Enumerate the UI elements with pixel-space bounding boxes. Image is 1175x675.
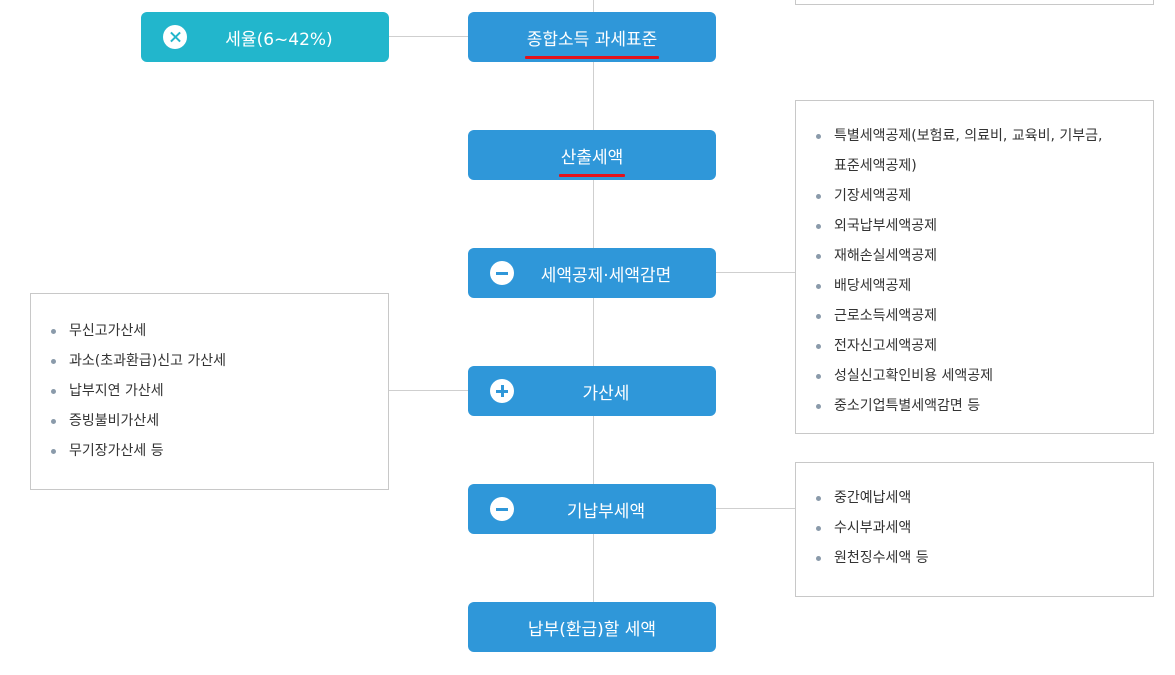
list-item-continuation: 표준세액공제) (834, 158, 917, 174)
connector-penalty-box (388, 390, 468, 391)
highlight-underline (558, 173, 626, 177)
highlight-underline (524, 55, 660, 59)
times-icon (163, 25, 187, 49)
info-box-deductions: 특별세액공제(보험료, 의료비, 교육비, 기부금, 표준세액공제) 기장세액공… (795, 100, 1154, 434)
list-item: 납부지연 가산세 (49, 376, 388, 406)
list-item: 재해손실세액공제 (814, 241, 1153, 271)
list-item: 증빙불비가산세 (49, 406, 388, 436)
list-item: 중소기업특별세액감면 등 (814, 391, 1153, 421)
list-item: 외국납부세액공제 (814, 211, 1153, 241)
list-item: 성실신고확인비용 세액공제 (814, 361, 1153, 391)
node-penalty: 가산세 (468, 366, 716, 416)
main-connector-line (593, 0, 594, 605)
prepaid-list: 중간예납세액 수시부과세액 원천징수세액 등 (814, 483, 1153, 573)
deduction-list: 특별세액공제(보험료, 의료비, 교육비, 기부금, 표준세액공제) 기장세액공… (814, 121, 1153, 421)
info-box-top (795, 0, 1154, 5)
node-tax-base-text: 종합소득 과세표준 (526, 29, 658, 50)
list-item: 무신고가산세 (49, 316, 388, 346)
node-payable: 납부(환급)할 세액 (468, 602, 716, 652)
node-tax-base-label: 종합소득 과세표준 (524, 25, 660, 59)
node-calculated-tax-label: 산출세액 (558, 143, 626, 177)
minus-icon (490, 261, 514, 285)
list-item: 전자신고세액공제 (814, 331, 1153, 361)
node-prepaid: 기납부세액 (468, 484, 716, 534)
node-tax-rate-label: 세율(6~42%) (225, 29, 333, 50)
list-item: 배당세액공제 (814, 271, 1153, 301)
connector-prepaid-box (716, 508, 795, 509)
list-item: 특별세액공제(보험료, 의료비, 교육비, 기부금, 표준세액공제) (814, 121, 1153, 181)
node-penalty-label: 가산세 (582, 383, 630, 404)
node-payable-label: 납부(환급)할 세액 (527, 619, 657, 640)
info-box-prepaid: 중간예납세액 수시부과세액 원천징수세액 등 (795, 462, 1154, 597)
node-deduction-label: 세액공제·세액감면 (540, 265, 672, 286)
connector-deduction-box (716, 272, 795, 273)
node-deduction: 세액공제·세액감면 (468, 248, 716, 298)
list-item: 무기장가산세 등 (49, 436, 388, 466)
plus-icon (490, 379, 514, 403)
node-prepaid-label: 기납부세액 (566, 501, 646, 522)
list-item: 중간예납세액 (814, 483, 1153, 513)
node-tax-base: 종합소득 과세표준 (468, 12, 716, 62)
node-calculated-tax: 산출세액 (468, 130, 716, 180)
node-calculated-tax-text: 산출세액 (560, 147, 624, 168)
node-tax-rate: 세율(6~42%) (141, 12, 389, 62)
connector-tax-rate (389, 36, 468, 37)
list-item: 기장세액공제 (814, 181, 1153, 211)
list-item: 수시부과세액 (814, 513, 1153, 543)
info-box-penalties: 무신고가산세 과소(초과환급)신고 가산세 납부지연 가산세 증빙불비가산세 무… (30, 293, 389, 490)
list-item: 과소(초과환급)신고 가산세 (49, 346, 388, 376)
list-item: 원천징수세액 등 (814, 543, 1153, 573)
list-item-text: 특별세액공제(보험료, 의료비, 교육비, 기부금, (834, 128, 1103, 144)
penalty-list: 무신고가산세 과소(초과환급)신고 가산세 납부지연 가산세 증빙불비가산세 무… (49, 316, 388, 466)
minus-icon (490, 497, 514, 521)
list-item: 근로소득세액공제 (814, 301, 1153, 331)
